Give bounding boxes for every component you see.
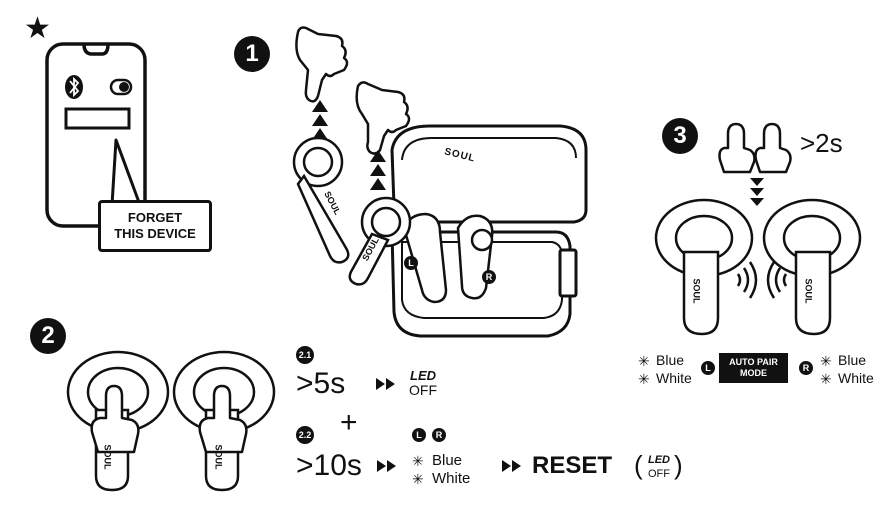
earbud — [762, 198, 862, 336]
sparkle-icon: ✳ — [820, 371, 832, 387]
step-2-2-badge: 2.2 — [296, 426, 314, 444]
reset-led-label: LED — [648, 454, 670, 466]
arrow-up-icon — [370, 150, 386, 190]
step-3-left-color-white: White — [656, 370, 692, 386]
hand-pointer-icon — [198, 384, 248, 454]
sparkle-icon: ✳ — [638, 353, 650, 369]
reset-led-state: OFF — [648, 468, 670, 480]
earbud-left-marker: L — [404, 256, 418, 270]
step-2-1-led-label: LED — [410, 368, 436, 383]
step-3-badge: 3 — [662, 118, 698, 154]
step-2-2-color-white: White — [432, 470, 471, 487]
fast-forward-icon — [502, 460, 521, 472]
earbud — [348, 196, 412, 286]
step-3-right-color-white: White — [838, 370, 874, 386]
hand-pointer-icon — [355, 81, 411, 155]
step-2-badge: 2 — [30, 318, 66, 354]
step-3-right-marker: R — [799, 361, 813, 375]
sparkle-icon: ✳ — [638, 371, 650, 387]
right-earbud-marker: R — [432, 428, 446, 442]
forget-device-callout: FORGET THIS DEVICE — [98, 200, 212, 252]
callout-line-2: THIS DEVICE — [114, 226, 196, 241]
earbud — [292, 136, 350, 264]
device-list-entry — [64, 107, 131, 130]
step-3-left-color-blue: Blue — [656, 352, 685, 368]
auto-pair-line-1: AUTO PAIR — [729, 357, 778, 367]
bluetooth-icon — [65, 75, 83, 99]
reset-paren-open: ( — [634, 450, 643, 480]
step-1-badge: 1 — [234, 36, 270, 72]
sparkle-icon: ✳ — [820, 353, 832, 369]
star-icon: ★ — [24, 12, 51, 45]
earbud-right-marker: R — [482, 270, 496, 284]
sound-wave-icon — [736, 261, 758, 299]
auto-pair-line-2: MODE — [740, 368, 767, 378]
step-3-duration: >2s — [800, 128, 843, 158]
fast-forward-icon — [376, 378, 395, 390]
step-3-left-marker: L — [701, 361, 715, 375]
sparkle-icon: ✳ — [412, 453, 424, 469]
earbud-brand-label: SOUL — [803, 278, 814, 304]
hand-pointer-icon — [718, 122, 792, 174]
auto-pair-mode-box: AUTO PAIR MODE — [719, 353, 788, 383]
reset-paren-close: ) — [674, 450, 683, 480]
callout-line-1: FORGET — [127, 210, 183, 225]
fast-forward-icon — [377, 460, 396, 472]
earbud-brand-label: SOUL — [691, 278, 702, 304]
earbud-brand-label: SOUL — [102, 444, 113, 470]
sparkle-icon: ✳ — [412, 471, 424, 487]
plus-sign: + — [340, 406, 358, 439]
toggle-icon — [109, 78, 133, 96]
earbud — [654, 198, 754, 336]
step-2-1-badge: 2.1 — [296, 346, 314, 364]
left-earbud-marker: L — [412, 428, 426, 442]
hand-pointer-icon — [295, 26, 349, 103]
sound-wave-icon — [766, 261, 788, 299]
earbud-brand-label: SOUL — [213, 444, 224, 470]
reset-label: RESET — [532, 452, 613, 479]
step-2-2-duration: >10s — [296, 449, 362, 482]
arrow-down-icon — [750, 178, 764, 206]
step-2-1-led-state: OFF — [409, 382, 437, 398]
step-3-right-color-blue: Blue — [838, 352, 867, 368]
hand-pointer-icon — [90, 384, 140, 454]
step-2-1-duration: >5s — [296, 367, 346, 400]
arrow-up-icon — [312, 100, 328, 140]
step-2-2-color-blue: Blue — [432, 452, 463, 469]
